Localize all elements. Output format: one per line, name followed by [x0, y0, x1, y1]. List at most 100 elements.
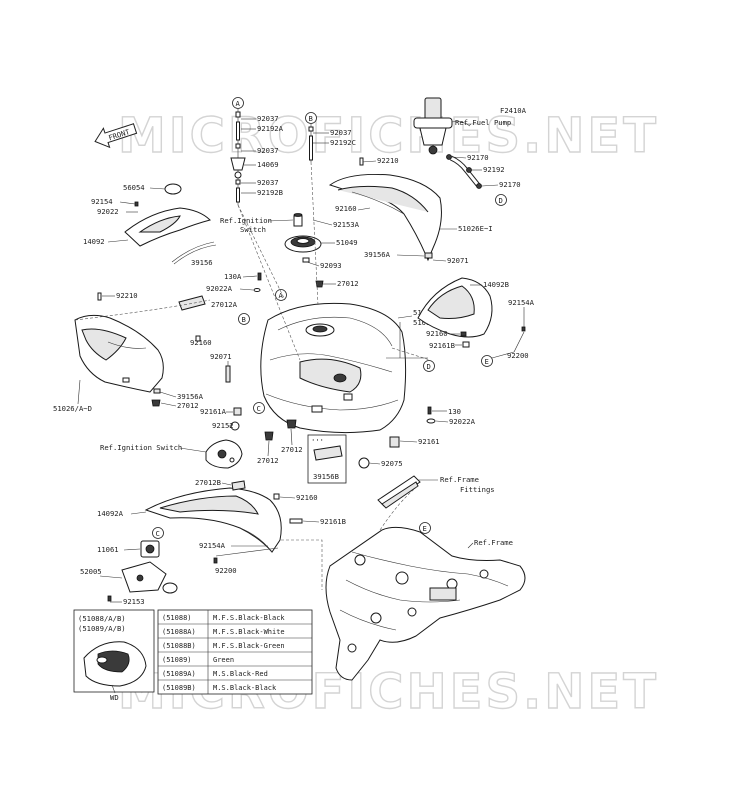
label-92170-1: 92170	[467, 153, 489, 162]
label-39156b: 39156B	[313, 472, 339, 481]
callout-d-mid: D	[423, 360, 435, 372]
label-11061: 11061	[97, 545, 119, 554]
frame	[325, 485, 526, 681]
table-desc-5: M.S.Black-Red	[213, 670, 268, 678]
callout-e-right: E	[481, 355, 493, 367]
callout-a-top: A	[232, 97, 244, 109]
table-code-4: (51089)	[162, 656, 192, 664]
label-51049: 51049	[336, 238, 358, 247]
fuel-cap	[284, 235, 322, 253]
frame-fittings	[377, 475, 421, 509]
label-92154: 92154	[91, 197, 113, 206]
variant-inset: (51088/A/B) (51089/A/B)	[73, 609, 155, 693]
callout-a-mid: A	[275, 289, 287, 301]
hose-assembly-a	[230, 109, 246, 205]
label-14092b: 14092B	[483, 280, 509, 289]
label-92093: 92093	[320, 261, 342, 270]
label-92192: 92192	[483, 165, 505, 174]
table-code-3: (51088B)	[162, 642, 196, 650]
emblem-27012a	[178, 295, 206, 311]
label-51026e: 51026E~I	[458, 224, 493, 233]
ignition-switch-mid	[205, 439, 243, 469]
label-51026ad: 51026/A~D	[53, 404, 92, 413]
color-variant-table: (51088) M.F.S.Black-Black (51088A) M.F.S…	[157, 609, 313, 695]
label-92154a-r: 92154A	[508, 298, 535, 307]
tank-cover-upper	[328, 174, 442, 262]
label-92161b-b: 92161B	[320, 517, 346, 526]
table-desc-6: M.S.Black-Black	[213, 684, 277, 692]
label-92160-b: 92160	[296, 493, 318, 502]
inset-line1: (51088/A/B)	[78, 614, 126, 623]
svg-text:D: D	[499, 196, 503, 205]
label-92022a-l: 92022A	[206, 284, 233, 293]
label-92210-top: 92210	[377, 156, 399, 165]
side-cowl-left	[74, 299, 211, 393]
label-92160-l: 92160	[190, 338, 212, 347]
label-27012-l: 27012	[177, 401, 199, 410]
callout-e-lower: E	[419, 522, 431, 534]
label-92071-l: 92071	[210, 352, 232, 361]
label-92154a-b: 92154A	[199, 541, 226, 550]
label-27012-m2: 27012	[281, 445, 303, 454]
label-52005: 52005	[80, 567, 102, 576]
inset-line2: (51089/A/B)	[78, 624, 126, 633]
label-130a: 130A	[224, 272, 242, 281]
label-ref-fuel-pump: Ref.Fuel Pump	[455, 118, 511, 127]
label-14092: 14092	[83, 237, 105, 246]
label-92153: 92153	[123, 597, 145, 606]
label-f2410a: F2410A	[500, 106, 527, 115]
callout-c-lower: C	[152, 527, 164, 539]
table-code-1: (51088)	[162, 614, 192, 622]
label-27012a: 27012A	[211, 300, 238, 309]
label-92037-a3: 92037	[257, 178, 279, 187]
label-92037-a1: 92037	[257, 114, 279, 123]
label-39156a-l: 39156A	[177, 392, 204, 401]
label-92160-r: 92160	[426, 329, 448, 338]
table-desc-2: M.F.S.Black-White	[213, 628, 285, 636]
box-ticks: '''	[311, 437, 324, 446]
seat-cowl-left	[124, 183, 211, 247]
table-desc-1: M.F.S.Black-Black	[213, 614, 285, 622]
label-92161: 92161	[418, 437, 440, 446]
label-92170-2: 92170	[499, 180, 521, 189]
label-92022: 92022	[97, 207, 119, 216]
watermark-top: MICROFICHES.NET	[118, 108, 659, 164]
label-14092a: 14092A	[97, 509, 124, 518]
lock-assembly	[121, 540, 178, 594]
svg-text:E: E	[485, 357, 489, 366]
table-desc-3: M.F.S.Black-Green	[213, 642, 285, 650]
svg-text:D: D	[427, 362, 431, 371]
label-27012b: 27012B	[195, 478, 221, 487]
label-92161b-r: 92161B	[429, 341, 455, 350]
seat-cowl-right	[417, 277, 493, 338]
label-ref-ignition-2: Ref.Ignition Switch	[100, 443, 182, 452]
svg-text:B: B	[242, 315, 246, 324]
label-ref-frame-fittings-a: Ref.Frame	[440, 475, 479, 484]
hose-assembly-b	[308, 124, 314, 162]
label-92192c: 92192C	[330, 138, 356, 147]
svg-text:A: A	[236, 99, 241, 108]
table-desc-4: Green	[213, 656, 234, 664]
fuel-tank	[260, 302, 407, 434]
label-92160-top: 92160	[335, 204, 357, 213]
callout-d-right: D	[495, 194, 507, 206]
fuel-pump-icon	[413, 97, 471, 155]
callout-b-top: B	[305, 112, 317, 124]
label-92161a: 92161A	[200, 407, 227, 416]
svg-text:B: B	[309, 114, 313, 123]
label-92192b: 92192B	[257, 188, 283, 197]
label-92210-l: 92210	[116, 291, 138, 300]
label-14069: 14069	[257, 160, 279, 169]
inset-wd: WD	[110, 693, 119, 702]
callout-c-mid: C	[253, 402, 265, 414]
label-92022a-r: 92022A	[449, 417, 476, 426]
label-ref-ignition-1b: Switch	[240, 225, 266, 234]
table-code-6: (51089B)	[162, 684, 196, 692]
label-56054: 56054	[123, 183, 145, 192]
label-92152: 92152	[212, 421, 234, 430]
label-92200-r: 92200	[507, 351, 529, 360]
label-92192a: 92192A	[257, 124, 284, 133]
fuel-hose	[446, 154, 482, 189]
label-27012-top: 27012	[337, 279, 359, 288]
svg-text:A: A	[279, 291, 284, 300]
